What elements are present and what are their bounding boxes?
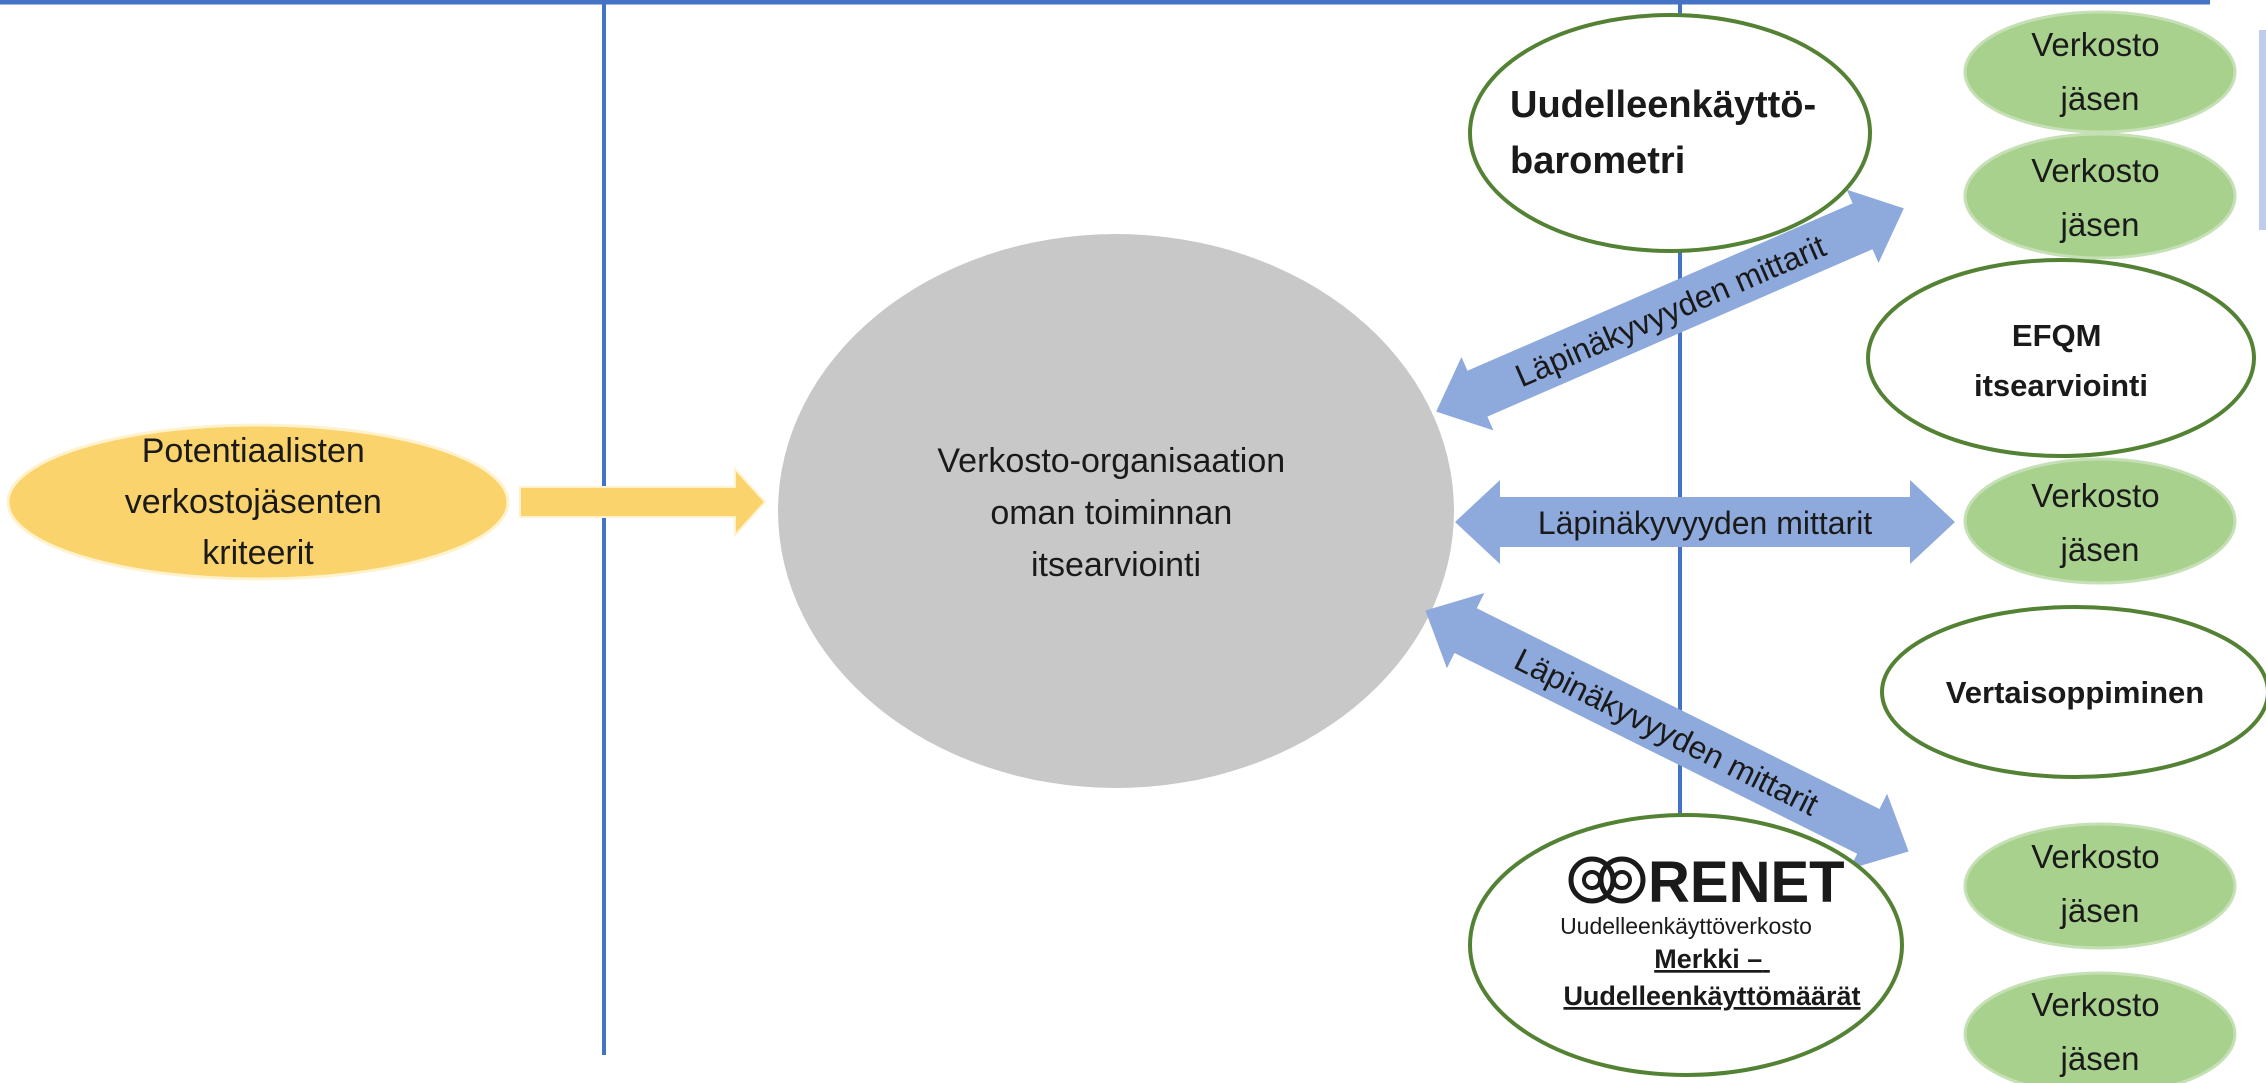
potential-criteria-line-3: kriteerit: [202, 534, 314, 572]
network-member-2: Verkosto jäsen: [1963, 132, 2237, 260]
barometer-line-1: Uudelleenkäyttö-: [1510, 84, 1816, 126]
right-edge-fragment: [2259, 30, 2266, 230]
renet-logo-text: RENET: [1648, 850, 1845, 915]
potential-criteria-line-2: verkostojäsenten: [125, 483, 382, 521]
transparency-label-lower: Läpinäkyvyyden mittarit: [1509, 641, 1824, 822]
network-member-5-line-2: jäsen: [2060, 1040, 2140, 1077]
center-self-assessment-ellipse: [778, 234, 1454, 788]
center-self-assessment-text: Verkosto-organisaation oman toiminnan it…: [937, 442, 1294, 584]
center-line-2: oman toiminnan: [990, 494, 1232, 532]
network-member-4-text: Verkosto jäsen: [2031, 838, 2169, 929]
renet-ellipse: [1468, 813, 1904, 1077]
network-member-5: Verkosto jäsen: [1963, 971, 2237, 1083]
network-member-1: Verkosto jäsen: [1963, 10, 2237, 134]
potential-criteria-text: Potentiaalisten verkostojäsenten kriteer…: [125, 432, 392, 572]
network-member-5-text: Verkosto jäsen: [2031, 986, 2169, 1077]
potential-to-center-arrow: [519, 466, 767, 538]
network-member-2-line-2: jäsen: [2060, 206, 2140, 243]
center-line-3: itsearviointi: [1031, 546, 1201, 584]
potential-criteria-ellipse: [6, 423, 510, 581]
transparency-label-middle: Läpinäkyvyyden mittarit: [1538, 505, 1872, 541]
barometer-ellipse: [1468, 13, 1872, 253]
network-member-1-line-1: Verkosto: [2031, 26, 2159, 63]
renet-badge-line-2: Uudelleenkäyttömäärät: [1563, 981, 1860, 1011]
efqm-text: EFQM itsearviointi: [1974, 318, 2148, 403]
center-line-1: Verkosto-organisaation: [937, 442, 1285, 480]
network-member-2-line-1: Verkosto: [2031, 152, 2159, 189]
renet-badge-line-1: Merkki –: [1654, 944, 1762, 974]
potential-criteria-line-1: Potentiaalisten: [142, 432, 365, 470]
peer-learning-text: Vertaisoppiminen: [1946, 675, 2204, 710]
network-member-4: Verkosto jäsen: [1963, 822, 2237, 950]
efqm-ellipse: [1866, 258, 2256, 458]
network-member-3: Verkosto jäsen: [1963, 457, 2237, 585]
peer-learning-ellipse: [1880, 605, 2266, 779]
network-member-3-line-1: Verkosto: [2031, 477, 2159, 514]
network-member-3-text: Verkosto jäsen: [2031, 477, 2169, 568]
barometer-line-2: barometri: [1510, 140, 1685, 182]
network-member-1-text: Verkosto jäsen: [2031, 26, 2169, 117]
renet-logo-subtitle: Uudelleenkäyttöverkosto: [1560, 913, 1812, 939]
barometer-text: Uudelleenkäyttö- barometri: [1510, 84, 1827, 182]
renet-logo: RENET Uudelleenkäyttöverkosto: [1560, 850, 1845, 939]
efqm-line-1: EFQM: [2012, 318, 2102, 353]
network-member-4-line-2: jäsen: [2060, 892, 2140, 929]
network-member-4-line-1: Verkosto: [2031, 838, 2159, 875]
network-member-1-line-2: jäsen: [2060, 80, 2140, 117]
transparency-arrow-middle: Läpinäkyvyyden mittarit: [1455, 480, 1955, 564]
renet-badge-text: Merkki – Uudelleenkäyttömäärät: [1563, 944, 1860, 1011]
network-member-3-line-2: jäsen: [2060, 531, 2140, 568]
network-member-2-text: Verkosto jäsen: [2031, 152, 2169, 243]
efqm-line-2: itsearviointi: [1974, 368, 2148, 403]
renet-logo-icon: [1568, 856, 1646, 904]
network-member-5-line-1: Verkosto: [2031, 986, 2159, 1023]
